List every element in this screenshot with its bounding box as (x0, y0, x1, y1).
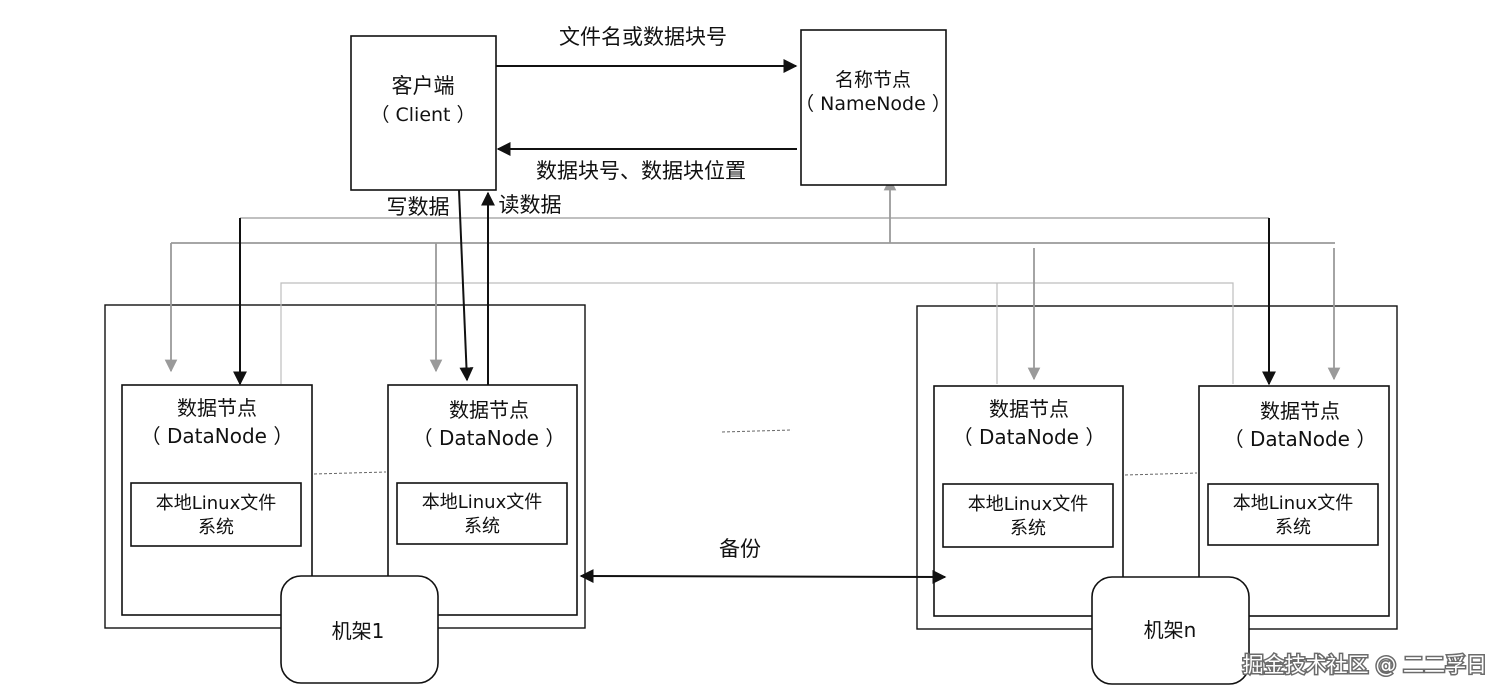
datanode-2-fs-line2: 系统 (464, 516, 500, 537)
datanode-1[interactable]: 数据节点 （ DataNode ） 本地Linux文件 系统 (121, 384, 313, 616)
datanode-3-fs-line1: 本地Linux文件 (968, 494, 1089, 515)
datanode-4-fs-line1: 本地Linux文件 (1233, 493, 1354, 514)
client-subtitle: （ Client ） (370, 104, 475, 126)
client-distribution-line (233, 217, 1276, 386)
datanode-3-fs-line2: 系统 (1010, 518, 1046, 539)
rack-n-label[interactable]: 机架n (1091, 576, 1250, 685)
rack-1-label[interactable]: 机架1 (280, 575, 439, 684)
datanode-1-title: 数据节点 (177, 396, 257, 420)
request-label: 文件名或数据块号 (559, 25, 727, 49)
datanode-4-title: 数据节点 (1260, 399, 1340, 423)
rack-1-text: 机架1 (332, 619, 385, 643)
datanode-4-fs-line2: 系统 (1275, 517, 1311, 538)
datanode-1-fs-line2: 系统 (198, 517, 234, 538)
write-arrow (458, 189, 474, 382)
namenode-node[interactable]: 名称节点 （ NameNode ） (795, 29, 951, 186)
datanode-1-fs-line1: 本地Linux文件 (156, 493, 277, 514)
datanode-1-filesystem (130, 482, 302, 547)
datanode-3-subtitle: （ DataNode ） (953, 425, 1106, 449)
namenode-title: 名称节点 (835, 69, 911, 91)
datanode-1-subtitle: （ DataNode ） (141, 424, 294, 448)
datanode-2-filesystem (396, 482, 568, 545)
datanode-2-title: 数据节点 (449, 398, 529, 422)
light-gray-connections (280, 282, 1234, 384)
datanode-4-subtitle: （ DataNode ） (1224, 427, 1377, 451)
read-label: 读数据 (499, 193, 562, 217)
datanode-2-subtitle: （ DataNode ） (413, 426, 566, 450)
dashed-connectors (313, 429, 1198, 476)
backup-arrow (579, 569, 947, 584)
rack-n-text: 机架n (1144, 618, 1197, 642)
datanode-2[interactable]: 数据节点 （ DataNode ） 本地Linux文件 系统 (387, 384, 578, 616)
gray-heartbeat-lines (164, 177, 1341, 381)
datanode-2-fs-line1: 本地Linux文件 (422, 492, 543, 513)
client-node[interactable]: 客户端 （ Client ） (350, 35, 497, 191)
datanode-4-filesystem (1207, 483, 1379, 546)
client-title: 客户端 (392, 74, 455, 98)
write-label: 写数据 (387, 195, 450, 219)
backup-label: 备份 (719, 537, 761, 561)
datanode-3-filesystem (942, 483, 1114, 548)
response-label: 数据块号、数据块位置 (536, 159, 746, 183)
datanode-3[interactable]: 数据节点 （ DataNode ） 本地Linux文件 系统 (933, 385, 1124, 617)
namenode-subtitle: （ NameNode ） (795, 93, 951, 115)
datanode-3-title: 数据节点 (989, 397, 1069, 421)
watermark: 掘金技术社区 @ 二二孚日 (1243, 653, 1487, 677)
